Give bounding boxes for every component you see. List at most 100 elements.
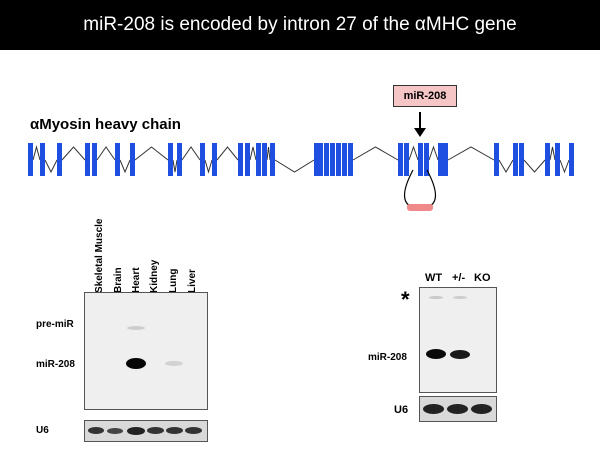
ko-blot-mir208 [419, 287, 497, 393]
lane-label-wt: WT [425, 272, 443, 284]
exon-block [177, 143, 182, 176]
u6-band [88, 427, 104, 434]
u6-band [147, 427, 164, 434]
intron-line [266, 146, 271, 161]
heart-pre-mir-band [127, 326, 145, 330]
ko-blot-u6 [419, 396, 497, 422]
het-nonspecific-band [453, 296, 467, 299]
intron-line [44, 159, 58, 174]
intron-line [408, 145, 419, 161]
exon-block [404, 143, 409, 176]
u6-band [107, 428, 123, 434]
exon-block [57, 143, 62, 176]
exon-block [238, 143, 243, 176]
lane-label-lung: Lung [168, 268, 179, 293]
u6-band [423, 404, 444, 414]
lung-mir208-band [165, 361, 183, 366]
exon-block [200, 143, 205, 176]
exon-block [168, 143, 173, 176]
u6-band [471, 404, 492, 414]
nonspecific-band-asterisk: * [401, 287, 410, 312]
exon-block [28, 143, 33, 176]
intron-line [428, 145, 439, 161]
exon-block [262, 143, 267, 176]
exon-block [555, 143, 560, 176]
wt-mir208-band [426, 349, 446, 359]
exon-block [569, 143, 574, 176]
exon-block [342, 143, 347, 176]
intron-line [96, 146, 116, 161]
exon-block [256, 143, 261, 176]
exon-block [40, 143, 45, 176]
intron-line [61, 146, 86, 161]
ko-mir208-label: miR-208 [368, 352, 407, 363]
u6-band [127, 427, 145, 435]
u6-band [185, 427, 202, 434]
heart-mir208-band [126, 358, 146, 369]
lane-label-ko: KO [474, 272, 491, 284]
exon-block [85, 143, 90, 176]
intron-line [134, 146, 169, 161]
u6-band [166, 427, 183, 434]
exon-block [270, 143, 275, 176]
exon-block [318, 143, 323, 176]
hairpin-loop [407, 204, 433, 211]
intron-line [181, 146, 201, 161]
exon-block [130, 143, 135, 176]
exon-block [92, 143, 97, 176]
exon-block [513, 143, 518, 176]
intron-line [352, 146, 399, 161]
u6-label: U6 [36, 425, 49, 436]
arrow-head-icon [414, 128, 426, 137]
intron-line [204, 159, 213, 174]
exon-block [398, 143, 403, 176]
intron-line [249, 146, 257, 161]
ko-u6-label: U6 [394, 404, 409, 416]
exon-block [330, 143, 335, 176]
intron-line [172, 159, 178, 173]
exon-block [115, 143, 120, 176]
het-mir208-band [450, 350, 470, 359]
exon-block [424, 143, 429, 176]
exon-block [438, 143, 443, 176]
exon-block [336, 143, 341, 176]
exon-block [418, 143, 423, 176]
lane-label-brain: Brain [113, 267, 124, 293]
exon-block [314, 143, 319, 176]
lane-label-skeletal-muscle: Skeletal Muscle [94, 218, 105, 293]
exon-block [324, 143, 329, 176]
intron-line [498, 159, 514, 173]
wt-nonspecific-band [429, 296, 443, 299]
intron-line [274, 159, 315, 173]
intron-line [523, 159, 546, 173]
hairpin-icon [403, 169, 437, 211]
exon-block [212, 143, 217, 176]
tissue-blot-u6 [84, 420, 208, 442]
lane-label-heart: Heart [131, 267, 142, 293]
intron-line [549, 146, 556, 161]
exon-block [348, 143, 353, 176]
intron-lines [32, 145, 570, 174]
intron-line [32, 145, 41, 161]
exon-blocks [28, 143, 574, 176]
gene-label: αMyosin heavy chain [30, 116, 181, 133]
exon-block [245, 143, 250, 176]
intron-line [216, 146, 239, 161]
lane-label-het: +/- [452, 272, 466, 284]
slide-title: miR-208 is encoded by intron 27 of the α… [0, 0, 600, 50]
tissue-blot-mir208 [84, 292, 208, 410]
intron-line [559, 159, 570, 174]
intron-line [119, 159, 131, 174]
exon-block [545, 143, 550, 176]
exon-block [519, 143, 524, 176]
lane-label-liver: Liver [187, 269, 198, 293]
pre-mir-label: pre-miR [36, 319, 74, 330]
exon-block [443, 143, 448, 176]
exon-block [494, 143, 499, 176]
intron-line [447, 146, 495, 161]
lane-label-kidney: Kidney [149, 259, 160, 293]
mir208-label: miR-208 [36, 359, 75, 370]
mirna-label-box: miR-208 [393, 85, 457, 107]
u6-band [447, 404, 468, 414]
